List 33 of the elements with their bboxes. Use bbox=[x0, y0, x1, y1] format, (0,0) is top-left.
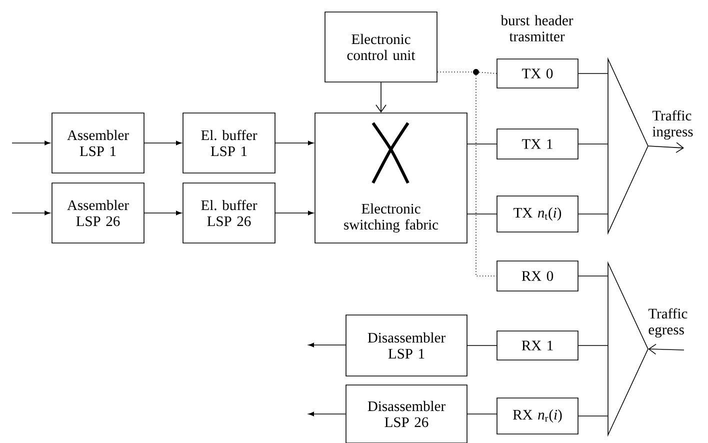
block-box: Electronic control unit bbox=[324, 12, 438, 82]
block-box: TX n$_{t}$(i) bbox=[496, 196, 578, 232]
arrow bbox=[12, 210, 50, 216]
block-box: Disassembler LSP 26 bbox=[346, 384, 468, 443]
arrow bbox=[648, 142, 684, 153]
arrow bbox=[274, 140, 314, 146]
connector-line bbox=[578, 73, 608, 74]
arrow bbox=[376, 82, 386, 113]
arrow bbox=[308, 342, 346, 348]
block-box: RX n$_{r}$(i) bbox=[496, 398, 578, 434]
side-label: burst header trasmitter bbox=[500, 15, 574, 42]
block-box: El. buffer LSP 26 bbox=[182, 182, 276, 244]
arrow bbox=[144, 140, 182, 146]
connector-line bbox=[476, 74, 497, 276]
block-box: Assembler LSP 1 bbox=[52, 112, 144, 174]
connector-line bbox=[578, 345, 608, 346]
arrow bbox=[308, 412, 346, 416]
block-box: El. buffer LSP 1 bbox=[182, 112, 276, 174]
arrow bbox=[274, 210, 314, 216]
block-box: Assembler LSP 26 bbox=[52, 182, 144, 244]
block-box: RX 1 bbox=[496, 330, 578, 360]
side-label: Traffic ingress bbox=[652, 110, 693, 140]
arrow bbox=[648, 344, 684, 355]
side-label: Traffic egress bbox=[648, 308, 688, 338]
block-box: Electronic switching fabric bbox=[314, 112, 468, 244]
block-box: TX 0 bbox=[496, 58, 578, 88]
arrow bbox=[144, 210, 182, 216]
block-box: RX 0 bbox=[496, 260, 578, 292]
block-box: TX 1 bbox=[496, 128, 578, 160]
arrow bbox=[12, 140, 50, 146]
connector-line bbox=[466, 345, 498, 346]
block-box: Disassembler LSP 1 bbox=[346, 314, 468, 376]
connector-line bbox=[478, 72, 497, 74]
